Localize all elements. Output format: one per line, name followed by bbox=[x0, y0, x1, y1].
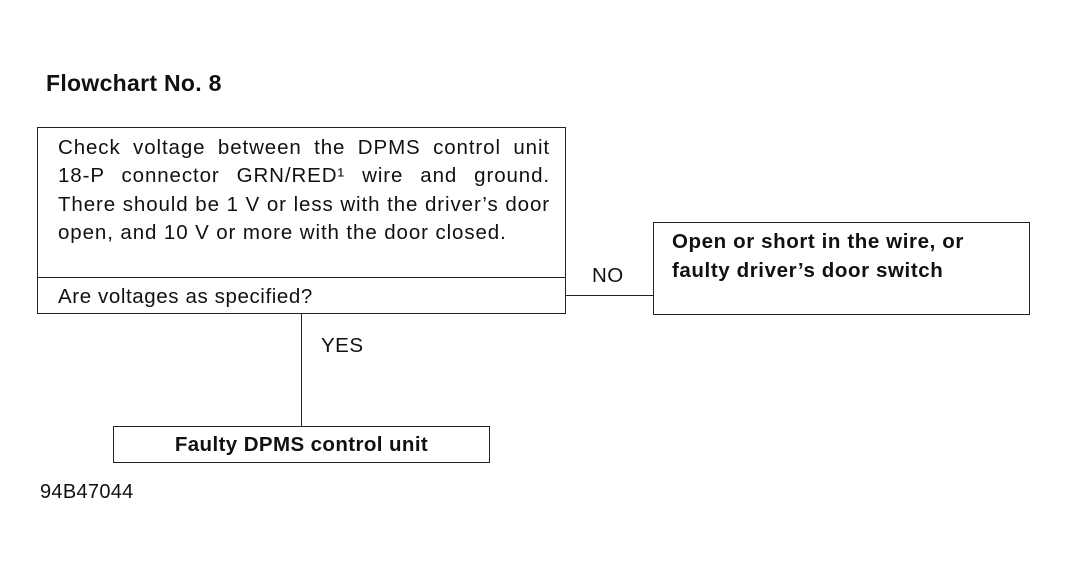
figure-code: 94B47044 bbox=[40, 481, 134, 503]
yes-result-box: Faulty DPMS control unit bbox=[113, 426, 490, 463]
check-question-text: Are voltages as specified? bbox=[58, 285, 313, 308]
flowchart-title: Flowchart No. 8 bbox=[46, 70, 222, 96]
no-result-line-2: faulty driver’s door switch bbox=[672, 258, 944, 282]
no-branch-label: NO bbox=[592, 264, 624, 287]
check-step-box: Check voltage between the DPMS control u… bbox=[37, 127, 566, 314]
yes-branch-label: YES bbox=[321, 334, 364, 357]
no-result-line-1: Open or short in the wire, or bbox=[672, 230, 964, 253]
yes-result-text: Faulty DPMS control unit bbox=[174, 432, 429, 456]
no-result-box: Open or short in the wire, or faulty dri… bbox=[653, 222, 1030, 315]
no-branch-connector bbox=[566, 295, 653, 296]
check-box-divider bbox=[38, 277, 565, 278]
check-instruction-text: Check voltage between the DPMS control u… bbox=[58, 136, 550, 244]
no-result-text: Open or short in the wire, or faulty dri… bbox=[672, 228, 964, 285]
yes-branch-connector bbox=[301, 314, 302, 426]
